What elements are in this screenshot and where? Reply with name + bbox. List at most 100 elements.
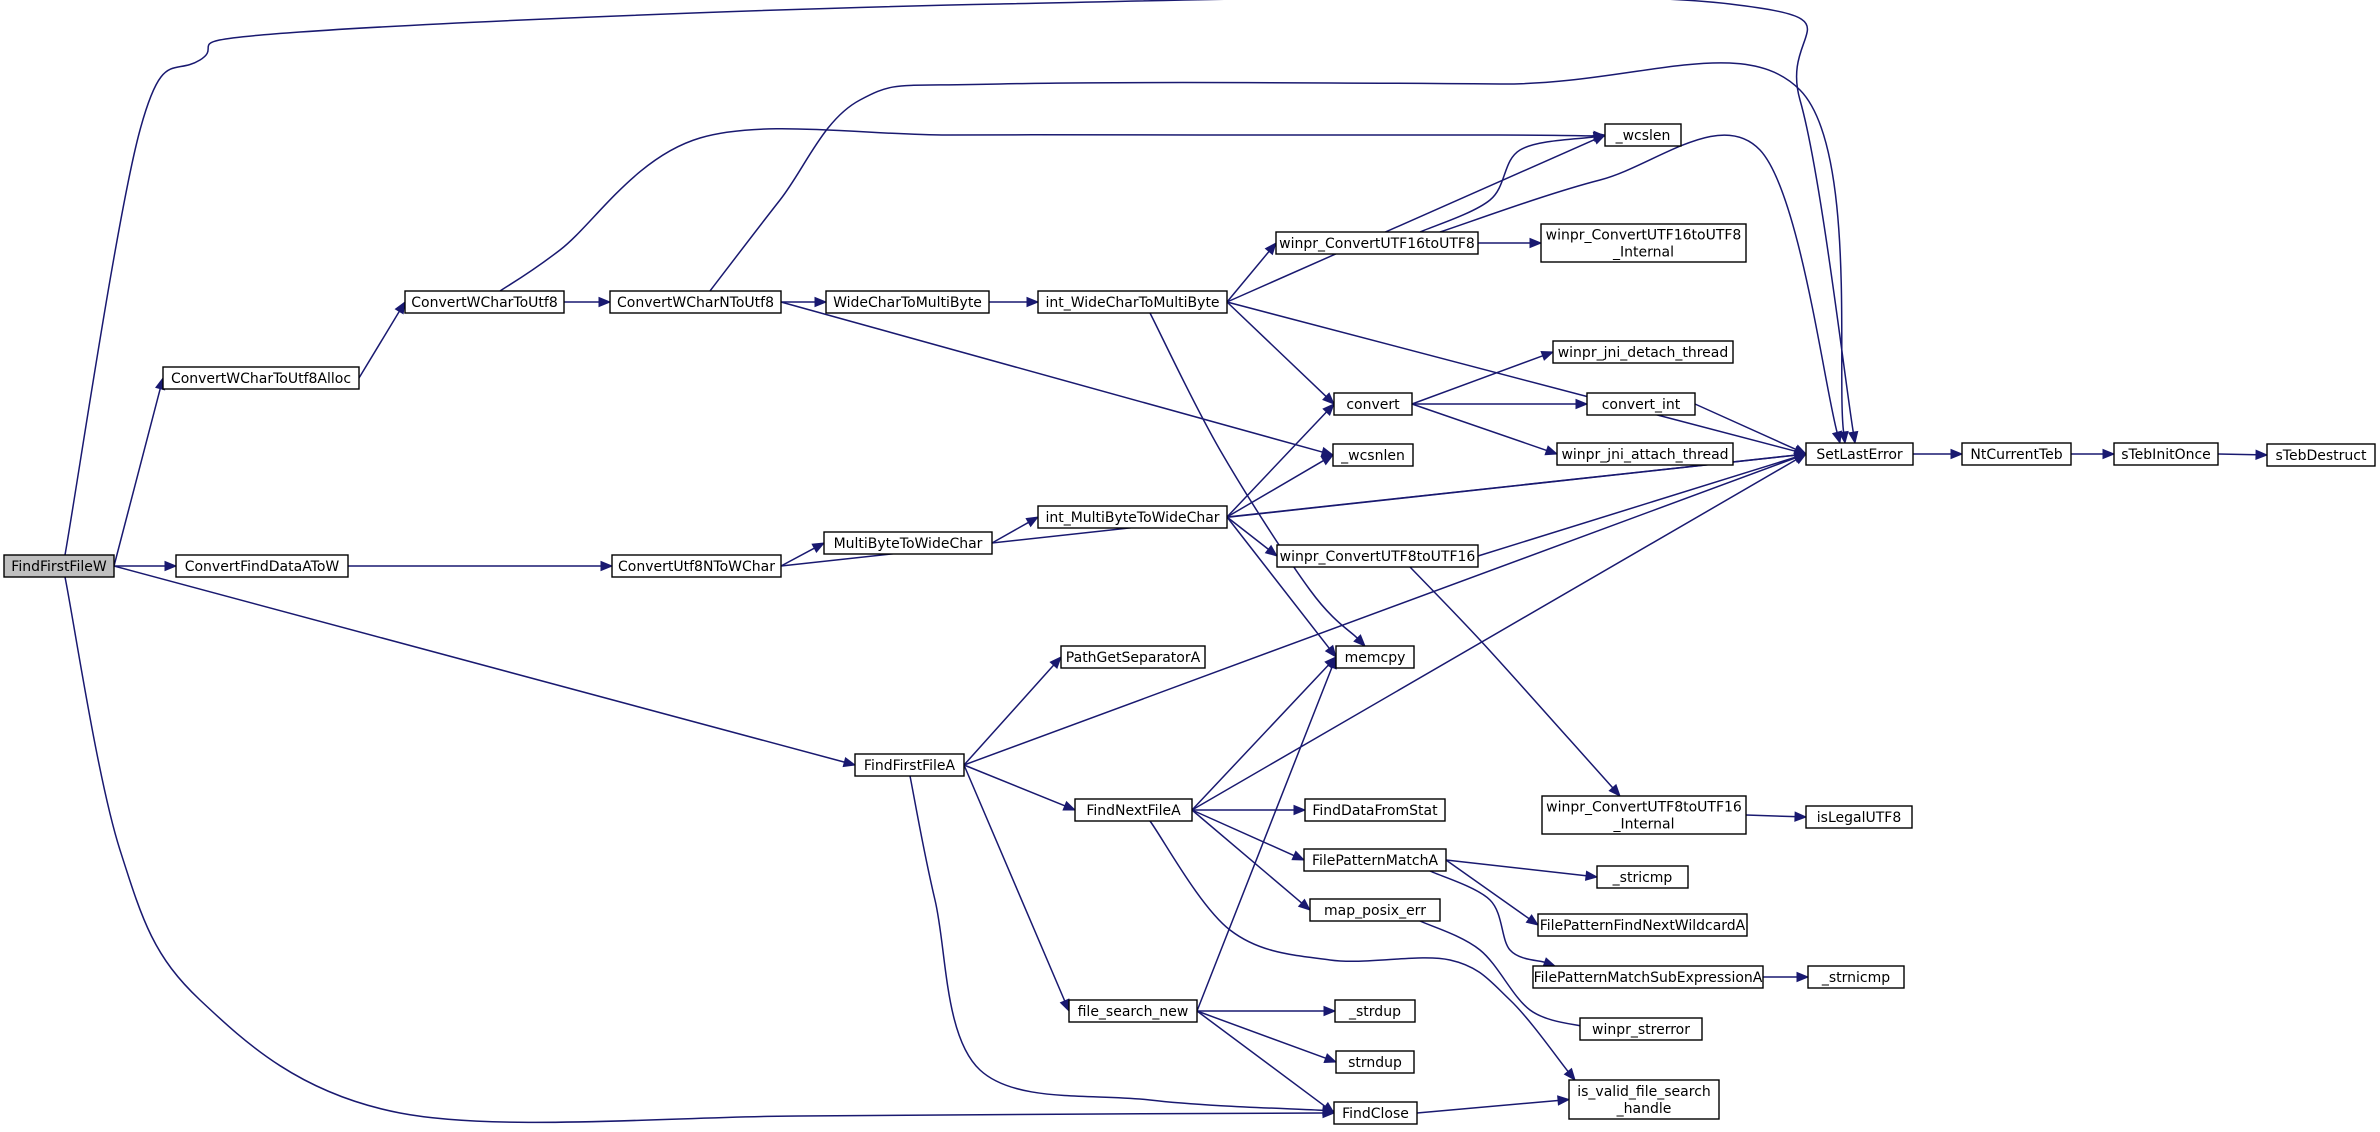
edge-arrowhead <box>1575 398 1589 410</box>
node-label: winpr_strerror <box>1592 1022 1690 1038</box>
node-label: int_WideCharToMultiByte <box>1045 295 1219 311</box>
node-convertfinddataatow[interactable]: ConvertFindDataAToW <box>175 554 349 578</box>
node-label: _Internal <box>1612 245 1674 261</box>
node-label: _strnicmp <box>1821 970 1890 986</box>
node-box <box>1335 645 1415 669</box>
node-box <box>1568 1079 1720 1120</box>
node-file-search-new[interactable]: file_search_new <box>1068 999 1198 1023</box>
edge-winpr-convertutf16toutf8-to-wcslen <box>1419 131 1607 233</box>
node-winpr-jni-attach-thread[interactable]: winpr_jni_attach_thread <box>1556 442 1734 466</box>
node-box <box>1334 999 1416 1023</box>
edge-arrowhead <box>1049 656 1062 670</box>
edge-arrowhead <box>598 296 612 308</box>
node-convertwcharntoutf8[interactable]: ConvertWCharNToUtf8 <box>609 290 782 314</box>
node-wcsnlen[interactable]: _wcsnlen <box>1332 443 1414 467</box>
node-box <box>825 290 990 314</box>
node-memcpy[interactable]: memcpy <box>1335 645 1415 669</box>
node-strnicmp[interactable]: _strnicmp <box>1807 965 1905 989</box>
edge-int-widechartomultibyte-to-memcpy <box>1149 312 1366 647</box>
node-label: memcpy <box>1345 650 1406 666</box>
node-label: _wcslen <box>1615 128 1671 144</box>
edge-findnextfilea-to-filepatternmatcha <box>1191 809 1306 861</box>
edge-line <box>1409 566 1614 789</box>
node-convertutf8ntowchar[interactable]: ConvertUtf8NToWChar <box>611 554 782 578</box>
edge-arrowhead <box>1025 516 1040 528</box>
node-box <box>1304 798 1446 822</box>
call-edges <box>64 0 2269 1124</box>
node-box <box>1068 999 1198 1023</box>
edge-line <box>2217 453 2257 456</box>
edge-arrowhead <box>814 296 828 308</box>
node-int-widechartomultibyte[interactable]: int_WideCharToMultiByte <box>1037 290 1228 314</box>
edge-file-search-new-to-strndup <box>1196 1010 1338 1063</box>
node-winpr-strerror[interactable]: winpr_strerror <box>1579 1017 1703 1041</box>
edge-arrowhead <box>1563 1067 1576 1082</box>
node-stebinitonce[interactable]: sTebInitOnce <box>2113 442 2219 466</box>
node-box <box>175 554 349 578</box>
edge-convert-to-winpr-jni-attach-thread <box>1411 403 1559 456</box>
node-islegalutf8[interactable]: isLegalUTF8 <box>1805 805 1913 829</box>
node-strndup[interactable]: strndup <box>1335 1050 1415 1074</box>
node-widechartomultibyte[interactable]: WideCharToMultiByte <box>825 290 990 314</box>
node-stebdestruct[interactable]: sTebDestruct <box>2266 443 2376 467</box>
node-box <box>1303 848 1447 872</box>
node-box <box>2266 443 2376 467</box>
edge-int-widechartomultibyte-to-convert <box>1226 301 1335 405</box>
node-label: FilePatternFindNextWildcardA <box>1540 918 1746 934</box>
edge-arrowhead <box>1264 241 1277 256</box>
edge-line <box>1191 809 1295 857</box>
node-findfirstfilew[interactable]: FindFirstFileW <box>3 554 115 578</box>
node-map-posix-err[interactable]: map_posix_err <box>1309 898 1441 922</box>
node-winpr-convertutf8toutf16-internal[interactable]: winpr_ConvertUTF8toUTF16_Internal <box>1541 795 1747 835</box>
node-stricmp[interactable]: _stricmp <box>1596 865 1689 889</box>
node-pathgetseparatora[interactable]: PathGetSeparatorA <box>1060 645 1206 669</box>
node-winpr-convertutf16toutf8-internal[interactable]: winpr_ConvertUTF16toUTF8_Internal <box>1540 223 1747 263</box>
node-wcslen[interactable]: _wcslen <box>1604 123 1682 147</box>
edge-arrowhead <box>1323 1005 1337 1017</box>
node-label: map_posix_err <box>1324 903 1426 919</box>
node-box <box>1540 223 1747 263</box>
node-winpr-convertutf16toutf8[interactable]: winpr_ConvertUTF16toUTF8 <box>1275 231 1479 255</box>
node-convertwchartoutf8[interactable]: ConvertWCharToUtf8 <box>404 290 565 314</box>
node-box <box>1556 442 1734 466</box>
node-findnextfilea[interactable]: FindNextFileA <box>1074 798 1193 822</box>
edge-file-search-new-to-findclose <box>1196 1010 1336 1114</box>
node-finddatafromstat[interactable]: FindDataFromStat <box>1304 798 1446 822</box>
node-findfirstfilea[interactable]: FindFirstFileA <box>854 753 965 777</box>
node-filepatternmatchsubexpressiona[interactable]: FilePatternMatchSubExpressionA <box>1532 965 1764 989</box>
node-setlasterror[interactable]: SetLastError <box>1805 442 1914 466</box>
node-is-valid-file-search-handle[interactable]: is_valid_file_search_handle <box>1568 1079 1720 1120</box>
edge-arrowhead <box>1831 430 1843 445</box>
node-int-multibytetowidechar[interactable]: int_MultiByteToWideChar <box>1037 505 1228 529</box>
node-label: ConvertUtf8NToWChar <box>618 559 775 575</box>
node-convert[interactable]: convert <box>1333 392 1413 416</box>
edge-convertwcharntoutf8-to-widechartomultibyte <box>781 296 828 308</box>
node-box <box>611 554 782 578</box>
node-winpr-convertutf8toutf16[interactable]: winpr_ConvertUTF8toUTF16 <box>1276 544 1479 568</box>
node-convertwchartoutf8alloc[interactable]: ConvertWCharToUtf8Alloc <box>162 366 360 390</box>
edge-arrowhead <box>1323 1053 1338 1063</box>
edge-arrowhead <box>1324 644 1337 659</box>
node-convert-int[interactable]: convert_int <box>1586 392 1696 416</box>
node-label: is_valid_file_search <box>1577 1084 1711 1100</box>
node-findclose[interactable]: FindClose <box>1333 1101 1418 1125</box>
edge-winpr-convertutf8toutf16-internal-to-islegalutf8 <box>1745 811 1808 822</box>
node-box <box>1333 1101 1418 1125</box>
node-box <box>1532 965 1764 989</box>
edge-line <box>1226 138 1596 303</box>
node-box <box>1537 913 1748 937</box>
node-filepatternfindnextwildcarda[interactable]: FilePatternFindNextWildcardA <box>1537 913 1748 937</box>
node-box <box>3 554 115 578</box>
edge-arrowhead <box>1794 811 1808 822</box>
node-winpr-jni-detach-thread[interactable]: winpr_jni_detach_thread <box>1552 340 1734 364</box>
node-label: FilePatternMatchSubExpressionA <box>1534 970 1763 986</box>
node-filepatternmatcha[interactable]: FilePatternMatchA <box>1303 848 1447 872</box>
edge-arrowhead <box>1264 544 1279 557</box>
node-multibytetowidechar[interactable]: MultiByteToWideChar <box>823 531 993 555</box>
node-box <box>2113 442 2219 466</box>
edge-widechartomultibyte-to-int-widechartomultibyte <box>989 296 1040 308</box>
edge-line <box>1226 301 1796 452</box>
node-box <box>1805 442 1914 466</box>
node-strdup[interactable]: _strdup <box>1334 999 1416 1023</box>
node-ntcurrentteb[interactable]: NtCurrentTeb <box>1961 442 2072 466</box>
